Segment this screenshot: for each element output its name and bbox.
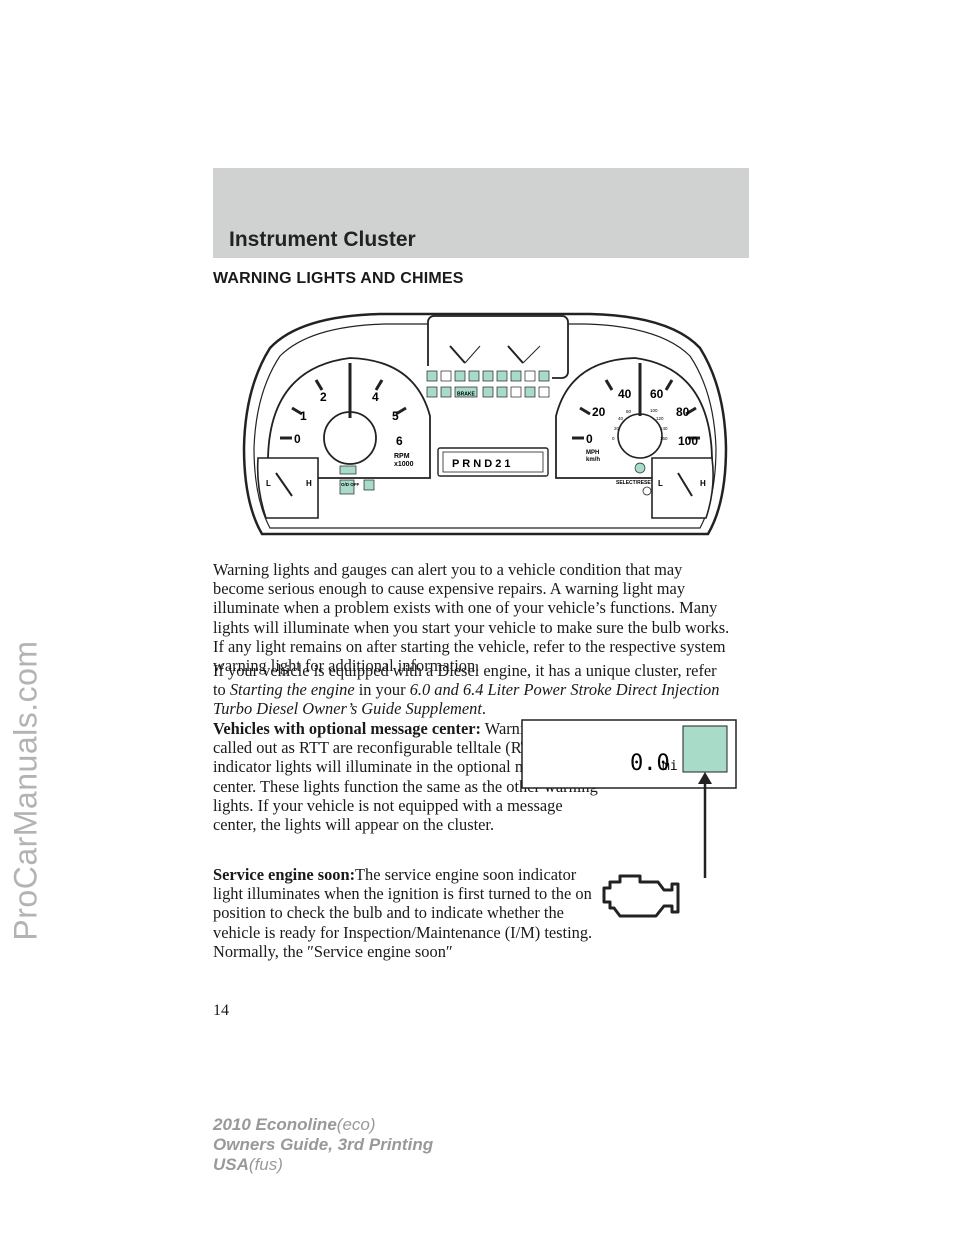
telltale-icon xyxy=(510,386,522,398)
paragraph-1: Warning lights and gauges can alert you … xyxy=(213,560,733,675)
kmh-tick-160: 160 xyxy=(660,436,668,441)
tach-tick-6: 6 xyxy=(396,434,403,448)
watermark-text: ProCarManuals.com xyxy=(7,639,44,941)
speed-unit-mph: MPH xyxy=(586,450,599,456)
check-engine-figure xyxy=(600,866,680,926)
brake-telltale-icon xyxy=(454,386,478,398)
telltale-icon xyxy=(482,370,494,382)
kmh-tick-120: 120 xyxy=(656,416,664,421)
footer-model-code: (eco) xyxy=(336,1115,376,1134)
speed-tick-40: 40 xyxy=(618,387,632,401)
p2-part-a: If your vehicle is equipped with a Diese… xyxy=(213,661,717,700)
tach-tick-1: 1 xyxy=(300,409,307,423)
p4-bold: Service engine soon: xyxy=(213,865,356,884)
telltale-icons: BRAKE xyxy=(426,370,550,398)
telltale-icon xyxy=(524,386,536,398)
p3-bold: Vehicles with optional message center: xyxy=(213,719,481,738)
paragraph-3: Vehicles with optional message center: W… xyxy=(213,719,603,834)
telltale-icon xyxy=(538,370,550,382)
speed-tick-60: 60 xyxy=(650,387,664,401)
oil-high-label: H xyxy=(306,479,312,488)
telltale-icon xyxy=(482,386,494,398)
footer-model: 2010 Econoline xyxy=(213,1115,337,1134)
footer-line-1: 2010 Econoline(eco) xyxy=(213,1115,433,1135)
telltale-icon xyxy=(454,370,466,382)
speed-tick-100: 100 xyxy=(678,434,698,448)
footer-guide: Owners Guide, 3rd Printing xyxy=(213,1135,434,1154)
tach-tick-0: 0 xyxy=(294,432,301,446)
telltale-icon xyxy=(426,386,438,398)
telltale-icon xyxy=(468,370,480,382)
message-center-svg: 0.0 mi xyxy=(521,719,737,878)
footer-line-3: USA(fus) xyxy=(213,1155,433,1175)
paragraph-1-text: Warning lights and gauges can alert you … xyxy=(213,560,730,676)
batt-high-label: H xyxy=(700,479,706,488)
speed-control-icon xyxy=(634,462,646,474)
p2-part-b: in your xyxy=(354,680,410,700)
telltale-icon xyxy=(524,370,536,382)
telltale-icon xyxy=(496,386,508,398)
od-off-label: O/D OFF xyxy=(341,482,359,487)
footer-market-code: (fus) xyxy=(248,1155,283,1174)
p4-text: The service engine soon indicator light … xyxy=(213,865,593,961)
speed-tick-80: 80 xyxy=(676,405,690,419)
odometer-unit: mi xyxy=(662,759,678,774)
telltale-icon xyxy=(440,386,452,398)
header-band: Instrument Cluster xyxy=(213,168,749,258)
gear-display: P R N D 2 1 xyxy=(452,458,511,470)
telltale-icon xyxy=(538,386,550,398)
p2-italic-1: Starting the engine xyxy=(229,680,355,700)
watermark: ProCarManuals.com xyxy=(2,340,50,1240)
tach-rpm-label: RPM xyxy=(394,453,410,460)
telltale-icon xyxy=(440,370,452,382)
instrument-cluster-svg: E F C H BRAKE xyxy=(242,312,728,536)
paragraph-4-text: Service engine soon:The service engine s… xyxy=(213,865,603,961)
telltale-icon xyxy=(510,370,522,382)
message-center-figure: 0.0 mi xyxy=(520,718,740,878)
speed-tick-0: 0 xyxy=(586,432,593,446)
arrow-up-icon xyxy=(698,772,712,784)
odometer-value: 0.0 xyxy=(630,751,670,776)
od-off-icon xyxy=(339,479,355,495)
paragraph-3-text: Vehicles with optional message center: W… xyxy=(213,719,603,834)
paragraph-2: If your vehicle is equipped with a Diese… xyxy=(213,661,733,719)
p2-italic-2: 6.0 and 6.4 Liter Power Stroke Direct In… xyxy=(213,680,720,719)
tach-mult-label: x1000 xyxy=(394,461,414,468)
kmh-tick-0: 0 xyxy=(612,436,615,441)
page-title: Instrument Cluster xyxy=(229,228,416,251)
oil-pressure-icon xyxy=(339,465,357,475)
kmh-tick-40: 40 xyxy=(618,416,624,421)
page-number: 14 xyxy=(213,1002,229,1019)
kmh-tick-60: 60 xyxy=(626,409,632,414)
batt-low-label: L xyxy=(658,479,663,488)
section-title: WARNING LIGHTS AND CHIMES xyxy=(213,270,464,287)
oil-low-label: L xyxy=(266,479,271,488)
rtt-indicator-area xyxy=(682,725,728,773)
brake-label: BRAKE xyxy=(457,392,475,398)
footer: 2010 Econoline(eco) Owners Guide, 3rd Pr… xyxy=(213,1115,433,1175)
p2-part-c: . xyxy=(481,699,487,719)
telltale-icon xyxy=(496,370,508,382)
telltale-icon xyxy=(426,370,438,382)
p3-text: Warning lights called out as RTT are rec… xyxy=(213,719,598,835)
tach-tick-2: 2 xyxy=(320,390,327,404)
telltale-icon xyxy=(363,479,375,491)
kmh-tick-100: 100 xyxy=(650,408,658,413)
kmh-tick-140: 140 xyxy=(660,426,668,431)
paragraph-4: Service engine soon:The service engine s… xyxy=(213,865,603,961)
speed-unit-kmh: km/h xyxy=(586,457,600,463)
select-reset-label: SELECT/RESET xyxy=(616,480,654,486)
kmh-tick-20: 20 xyxy=(614,426,620,431)
footer-market: USA xyxy=(213,1155,249,1174)
select-reset-button xyxy=(642,486,652,496)
footer-line-2: Owners Guide, 3rd Printing xyxy=(213,1135,433,1155)
check-engine-icon xyxy=(602,874,680,918)
instrument-cluster-figure: E F C H BRAKE xyxy=(240,308,730,538)
tach-tick-4: 4 xyxy=(372,390,379,404)
paragraph-2-text: If your vehicle is equipped with a Diese… xyxy=(213,661,733,719)
tach-tick-5: 5 xyxy=(392,409,399,423)
speed-tick-20: 20 xyxy=(592,405,606,419)
